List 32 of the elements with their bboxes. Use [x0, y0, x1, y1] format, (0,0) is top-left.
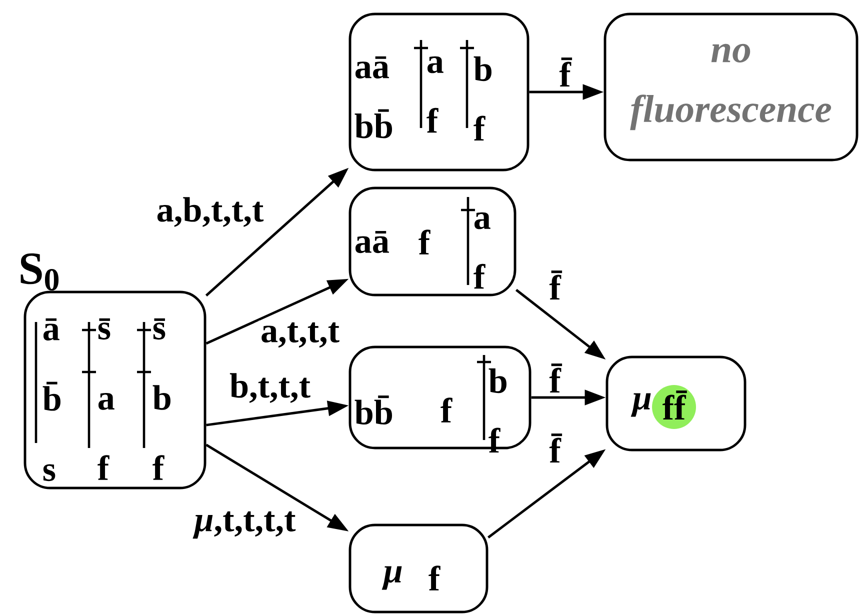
edge-label: a,b,t,t,t [154, 195, 266, 229]
symbol-text: f [418, 230, 430, 254]
state-box [604, 12, 858, 162]
symbol-text: aā [356, 230, 389, 254]
edge-label: f̄ [557, 56, 573, 88]
symbol-text: s̄ b f [152, 318, 170, 480]
edge-label: b,t,t,t [228, 371, 312, 405]
symbol-text: ā b̄ s [42, 318, 60, 482]
state-box [348, 346, 532, 452]
edge-label: f̄ [547, 362, 563, 394]
symbol-text: f [428, 566, 440, 590]
state-box [348, 524, 488, 614]
state-label: S$_{0}$ [20, 253, 59, 291]
symbol-text: s̄ a f [98, 318, 114, 480]
symbol-text: aā bb̄ [354, 56, 392, 138]
edge-label: f̄ [547, 268, 563, 302]
symbol-text: μ [630, 393, 651, 417]
symbol-text: bb̄ [354, 396, 392, 424]
edge-label: a,t,t,t [258, 320, 342, 350]
edge-label: μ,t,t,t,t [192, 510, 298, 540]
state-box [348, 186, 516, 296]
state-box [20, 253, 206, 490]
symbol-text: μ [382, 566, 402, 590]
symbol-text: b f [474, 56, 492, 140]
symbol-text: no fluorescence [630, 44, 832, 130]
symbol-text: a f [426, 56, 444, 133]
symbol-text: ff̄ [662, 390, 687, 420]
edge-label: f̄ [547, 432, 563, 464]
symbol-text: f [440, 398, 452, 422]
state-box [606, 356, 746, 452]
state-box [348, 12, 530, 172]
symbol-text: a f [474, 212, 490, 289]
